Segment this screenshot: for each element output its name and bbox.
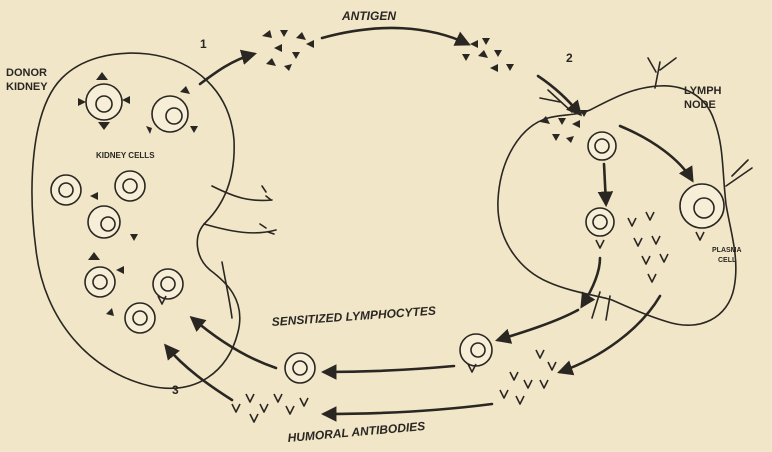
donor-kidney-outline xyxy=(32,53,240,388)
sensitized-cells-group xyxy=(285,334,492,383)
step-2-label: 2 xyxy=(566,51,573,65)
arrow-node-to-lymphocyte xyxy=(604,164,606,204)
kidney-cells-group xyxy=(51,84,188,333)
antigen-label: ANTIGEN xyxy=(341,9,396,23)
arrow-node-to-sensitized xyxy=(498,310,578,340)
arrow-kidney-to-antigen xyxy=(200,54,254,84)
arrow-antibodies-to-humoral xyxy=(324,404,492,414)
lymph-node-label-line1: LYMPH xyxy=(684,85,722,97)
donor-kidney-label-line2: KIDNEY xyxy=(6,81,48,93)
kidney-vessel-ends xyxy=(260,186,274,234)
kidney-vessel-middle xyxy=(204,224,276,233)
plasma-cell-label-line2: CELL xyxy=(718,257,737,264)
donor-kidney-label-line1: DONOR xyxy=(6,67,47,79)
kidney-cells-label: KIDNEY CELLS xyxy=(96,151,155,160)
arrow-into-node xyxy=(538,76,580,114)
arrow-node-to-antibodies xyxy=(560,296,660,372)
step-3-label: 3 xyxy=(172,383,179,397)
antigen-markers xyxy=(78,30,588,316)
lymph-vessel-right xyxy=(726,160,752,186)
arrow-sensitized-to-cell xyxy=(324,366,454,372)
sensitized-lymphocytes-label: SENSITIZED LYMPHOCYTES xyxy=(271,304,436,329)
lymph-node-label-line2: NODE xyxy=(684,99,716,111)
step-1-label: 1 xyxy=(200,37,207,51)
lymph-cells-group xyxy=(586,132,724,236)
arrow-node-to-plasma xyxy=(620,126,692,180)
lymph-vessel-top xyxy=(648,58,676,88)
humoral-antibodies-label: HUMORAL ANTIBODIES xyxy=(287,419,426,445)
plasma-cell-label-line1: PLASMA xyxy=(712,247,742,254)
arrow-antigen-to-node xyxy=(322,28,468,44)
